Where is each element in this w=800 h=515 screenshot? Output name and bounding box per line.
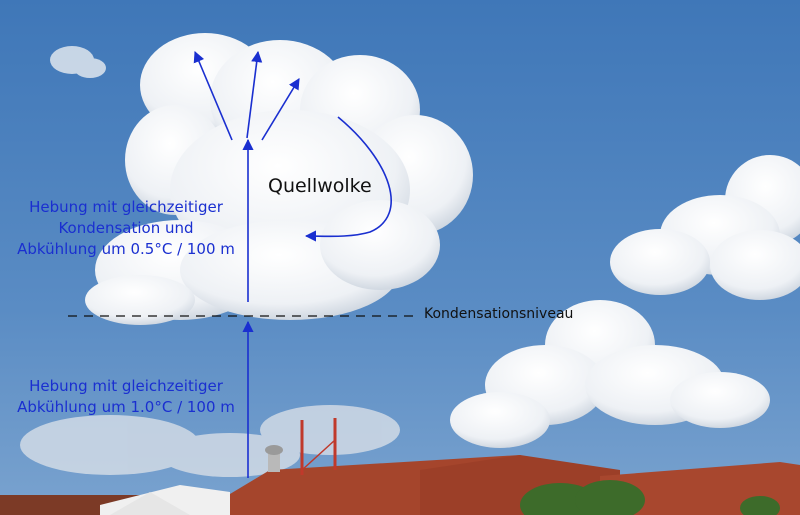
- right-cloud: [610, 155, 800, 300]
- horizon-clouds: [20, 405, 400, 477]
- diverging-arrow-right: [261, 78, 300, 141]
- lower-label-line-1: Hebung mit gleichzeitiger: [29, 377, 223, 395]
- lower-ascent-label: Hebung mit gleichzeitiger Abkühlung um 1…: [6, 376, 246, 418]
- diverging-arrow-left: [193, 50, 233, 141]
- lower-label-line-2: Abkühlung um 1.0°C / 100 m: [17, 398, 235, 416]
- main-cloud: [85, 33, 473, 325]
- small-cloud: [50, 46, 106, 78]
- lower-cloud: [450, 300, 770, 448]
- upper-label-line-3: Abkühlung um 0.5°C / 100 m: [17, 240, 235, 258]
- cloud-name-label: Quellwolke: [268, 175, 372, 197]
- upper-ascent-label: Hebung mit gleichzeitiger Kondensation u…: [6, 197, 246, 260]
- diverging-arrow-middle: [246, 50, 263, 139]
- condensation-level-label: Kondensationsniveau: [424, 306, 574, 322]
- rooftops: [0, 418, 800, 515]
- upper-label-line-1: Hebung mit gleichzeitiger: [29, 198, 223, 216]
- curved-arrow-icon: [304, 116, 392, 242]
- upper-label-line-2: Kondensation und: [58, 219, 194, 237]
